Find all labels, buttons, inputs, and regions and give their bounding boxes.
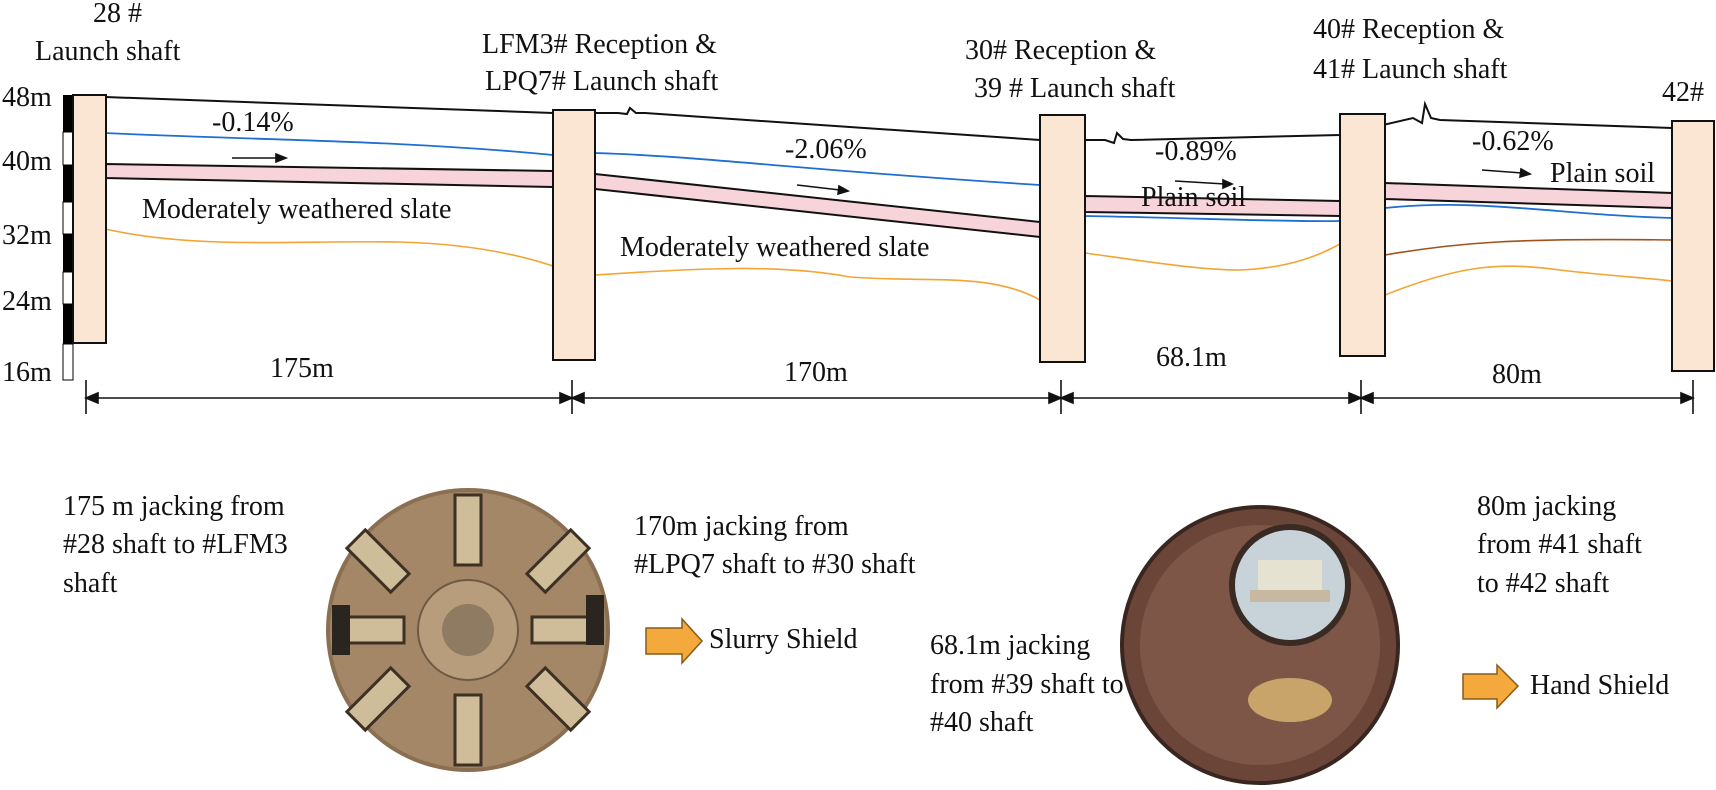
shaft-28	[72, 94, 107, 344]
svg-text:#28 shaft to #LFM3: #28 shaft to #LFM3	[63, 529, 288, 560]
svg-text:LFM3# Reception &: LFM3# Reception &	[482, 29, 717, 60]
svg-text:shaft: shaft	[63, 568, 118, 599]
hand-arrow-icon	[1462, 663, 1520, 710]
shaft-42	[1671, 120, 1715, 372]
svg-text:30# Reception &: 30# Reception &	[965, 35, 1157, 66]
groundwater-lines	[104, 132, 1673, 223]
direction-arrows	[232, 152, 1533, 196]
svg-text:175 m jacking from: 175 m jacking from	[63, 491, 285, 522]
elevation-tick-16: 16m	[2, 357, 52, 388]
description-3: 68.1m jacking from #39 shaft to #40 shaf…	[930, 630, 1124, 738]
description-1: 175 m jacking from #28 shaft to #LFM3 sh…	[63, 491, 288, 599]
shaft-boxes	[72, 94, 1715, 372]
svg-text:from #41 shaft: from #41 shaft	[1477, 529, 1642, 560]
svg-text:80m jacking: 80m jacking	[1477, 491, 1616, 522]
slurry-arrow-icon	[645, 617, 704, 665]
hand-shield-photo	[1120, 505, 1400, 785]
description-4: 80m jacking from #41 shaft to #42 shaft	[1477, 491, 1642, 599]
stratum-label-plain-soil-2: Plain soil	[1550, 158, 1655, 189]
distance-label-4: 80m	[1492, 359, 1542, 390]
machine-label-hand: Hand Shield	[1530, 670, 1669, 701]
stratum-label-plain-soil-1: Plain soil	[1141, 182, 1246, 213]
slope-label-3: -0.89%	[1155, 136, 1237, 167]
elevation-tick-32: 32m	[2, 220, 52, 251]
distance-label-1: 175m	[270, 353, 334, 384]
svg-text:LPQ7# Launch shaft: LPQ7# Launch shaft	[485, 66, 719, 97]
elevation-tick-48: 48m	[2, 82, 52, 113]
slope-label-4: -0.62%	[1472, 126, 1554, 157]
svg-text:28 #: 28 #	[93, 0, 142, 29]
elevation-scale-bar	[62, 95, 74, 381]
shaft-lfm3-lpq7	[552, 109, 596, 361]
svg-text:#40 shaft: #40 shaft	[930, 707, 1034, 738]
rock-boundary-lines	[104, 228, 1673, 301]
svg-text:40# Reception &: 40# Reception &	[1313, 14, 1505, 45]
shaft-40-41	[1339, 113, 1386, 357]
description-2: 170m jacking from #LPQ7 shaft to #30 sha…	[634, 511, 916, 580]
slope-label-1: -0.14%	[212, 107, 294, 138]
stratum-label-mws-2: Moderately weathered slate	[620, 232, 929, 263]
slope-label-2: -2.06%	[785, 134, 867, 165]
shaft-label-lfm3: LFM3# Reception & LPQ7# Launch shaft	[482, 29, 719, 97]
svg-text:Launch shaft: Launch shaft	[35, 36, 181, 67]
svg-text:41# Launch shaft: 41# Launch shaft	[1313, 54, 1508, 85]
svg-text:from #39 shaft to: from #39 shaft to	[930, 669, 1124, 700]
elevation-tick-24: 24m	[2, 286, 52, 317]
ground-surface-line	[104, 96, 1673, 145]
svg-text:to #42 shaft: to #42 shaft	[1477, 568, 1609, 599]
svg-text:39 # Launch shaft: 39 # Launch shaft	[974, 73, 1176, 104]
dimension-line	[83, 380, 1696, 414]
distance-label-2: 170m	[784, 357, 848, 388]
elevation-tick-40: 40m	[2, 146, 52, 177]
shaft-label-28: 28 # Launch shaft	[35, 0, 181, 67]
slurry-shield-photo	[326, 488, 610, 772]
svg-text:#LPQ7 shaft to #30 shaft: #LPQ7 shaft to #30 shaft	[634, 549, 916, 580]
shaft-label-30: 30# Reception & 39 # Launch shaft	[965, 35, 1176, 104]
svg-text:68.1m jacking: 68.1m jacking	[930, 630, 1090, 661]
shaft-label-42: 42#	[1662, 77, 1704, 108]
distance-label-3: 68.1m	[1156, 342, 1227, 373]
svg-text:170m jacking from: 170m jacking from	[634, 511, 849, 542]
machine-label-slurry: Slurry Shield	[709, 624, 858, 655]
shaft-label-40: 40# Reception & 41# Launch shaft	[1313, 14, 1508, 85]
stratum-label-mws-1: Moderately weathered slate	[142, 194, 451, 225]
shaft-30-39	[1039, 114, 1086, 363]
